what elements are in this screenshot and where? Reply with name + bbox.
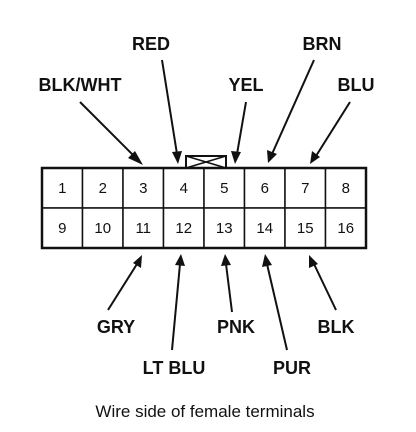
wire-callout-top: BLK/WHT <box>39 75 143 165</box>
pin-number: 2 <box>99 180 107 197</box>
pin-number: 1 <box>58 180 66 197</box>
wire-callouts: BLK/WHT RED YEL BRN BLU GRY <box>39 34 375 378</box>
terminal-cell <box>122 207 165 249</box>
pin-number: 14 <box>256 220 273 237</box>
leader-line <box>171 263 181 351</box>
arrowhead <box>221 254 231 266</box>
wire-callout-top: YEL <box>228 75 264 164</box>
leader-line <box>271 59 315 155</box>
arrowhead <box>172 151 182 164</box>
pin-number: 5 <box>220 180 228 197</box>
leader-line <box>161 59 178 155</box>
wire-color-label: BLK/WHT <box>39 75 122 95</box>
wire-color-label: BLK <box>318 317 355 337</box>
wire-callout-bottom: BLK <box>309 255 355 337</box>
wire-color-label: PNK <box>217 317 255 337</box>
wire-color-label: RED <box>132 34 170 54</box>
wire-callout-bottom: GRY <box>97 255 142 337</box>
pin-number: 16 <box>337 220 354 237</box>
terminal-cell <box>284 207 327 249</box>
arrowhead <box>310 151 320 164</box>
locking-tab-mark <box>185 155 227 169</box>
wire-color-label: PUR <box>273 358 311 378</box>
pin-number: 12 <box>175 220 192 237</box>
pin-number: 3 <box>139 180 147 197</box>
arrowhead <box>231 151 241 164</box>
pin-number: 6 <box>261 180 269 197</box>
arrowhead <box>309 255 318 268</box>
pin-number: 11 <box>135 220 151 237</box>
arrowhead <box>267 150 277 163</box>
wire-color-label: BLU <box>338 75 375 95</box>
leader-line <box>313 263 337 311</box>
wire-color-label: BRN <box>303 34 342 54</box>
pin-number: 13 <box>216 220 233 237</box>
pin-number: 7 <box>301 180 309 197</box>
wire-color-label: YEL <box>228 75 263 95</box>
wire-callout-top: BLU <box>310 75 375 164</box>
arrowhead <box>128 151 143 165</box>
wire-color-label: GRY <box>97 317 135 337</box>
leader-line <box>107 263 138 311</box>
arrowhead <box>175 254 185 266</box>
wire-callout-top: RED <box>132 34 182 164</box>
terminal-cell <box>324 207 367 249</box>
arrowhead <box>133 255 142 268</box>
leader-line <box>236 101 247 155</box>
arrowhead <box>262 254 272 267</box>
leader-line <box>266 263 288 351</box>
wire-callout-bottom: PUR <box>262 254 311 378</box>
diagram-caption: Wire side of female terminals <box>95 402 314 421</box>
pin-number: 15 <box>297 220 314 237</box>
leader-line <box>225 263 233 313</box>
pin-number: 4 <box>180 180 188 197</box>
leader-line <box>79 101 137 159</box>
pin-number: 9 <box>58 220 66 237</box>
pin-number: 10 <box>94 220 111 237</box>
wire-color-label: LT BLU <box>143 358 206 378</box>
leader-line <box>315 101 351 157</box>
wire-callout-top: BRN <box>267 34 342 163</box>
pin-number: 8 <box>342 180 350 197</box>
connector-outline <box>40 166 368 250</box>
wire-callout-bottom: LT BLU <box>143 254 206 378</box>
wire-callout-bottom: PNK <box>217 254 255 337</box>
